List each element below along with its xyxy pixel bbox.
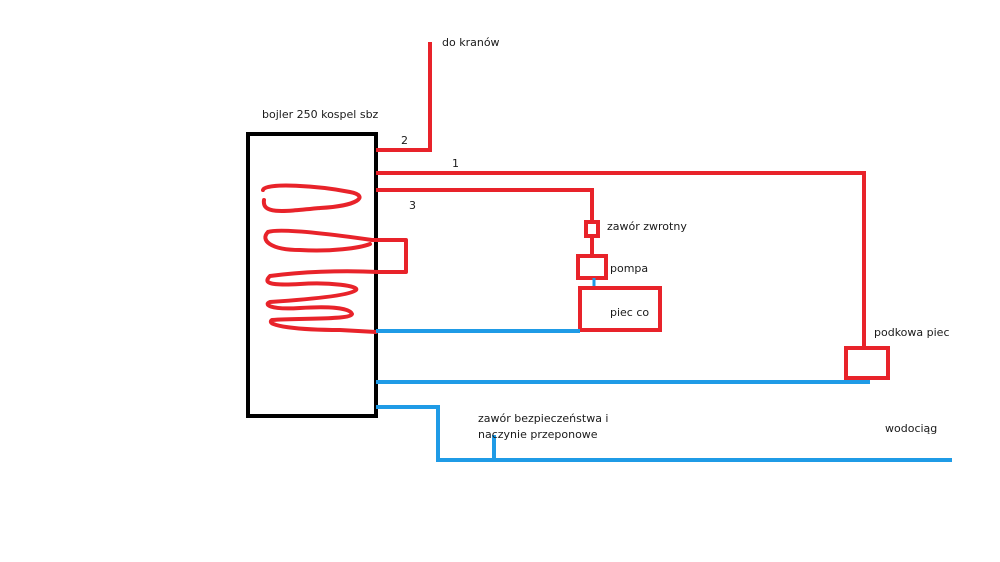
pipe-number-3: 3 — [409, 199, 416, 212]
pipe-number-1: 1 — [452, 157, 459, 170]
coil-upper-wave — [263, 230, 372, 253]
boiler-label: bojler 250 kospel sbz — [262, 108, 379, 121]
pipe-number-2: 2 — [401, 134, 408, 147]
check-valve-symbol — [584, 220, 600, 238]
pump-label: pompa — [610, 262, 649, 275]
pipe-to-taps — [376, 42, 432, 152]
pipe-to-stove — [376, 171, 866, 348]
safety-valve-label-2: naczynie przeponowe — [478, 428, 598, 441]
stove-box — [844, 346, 890, 380]
safety-valve-label-1: zawór bezpieczeństwa i — [478, 412, 609, 425]
furnace-box — [578, 286, 662, 332]
check-valve-label: zawór zwrotny — [607, 220, 687, 233]
water-supply-label: wodociąg — [885, 422, 938, 435]
taps-label: do kranów — [442, 36, 500, 49]
stove-label: podkowa piec — [874, 326, 950, 339]
heating-coil — [261, 183, 408, 334]
boiler-tank — [246, 132, 378, 418]
pipe-to-furnace — [376, 188, 594, 222]
water-supply-pipe — [376, 405, 952, 462]
pump-symbol — [576, 254, 608, 280]
furnace-label: piec co — [610, 306, 650, 319]
